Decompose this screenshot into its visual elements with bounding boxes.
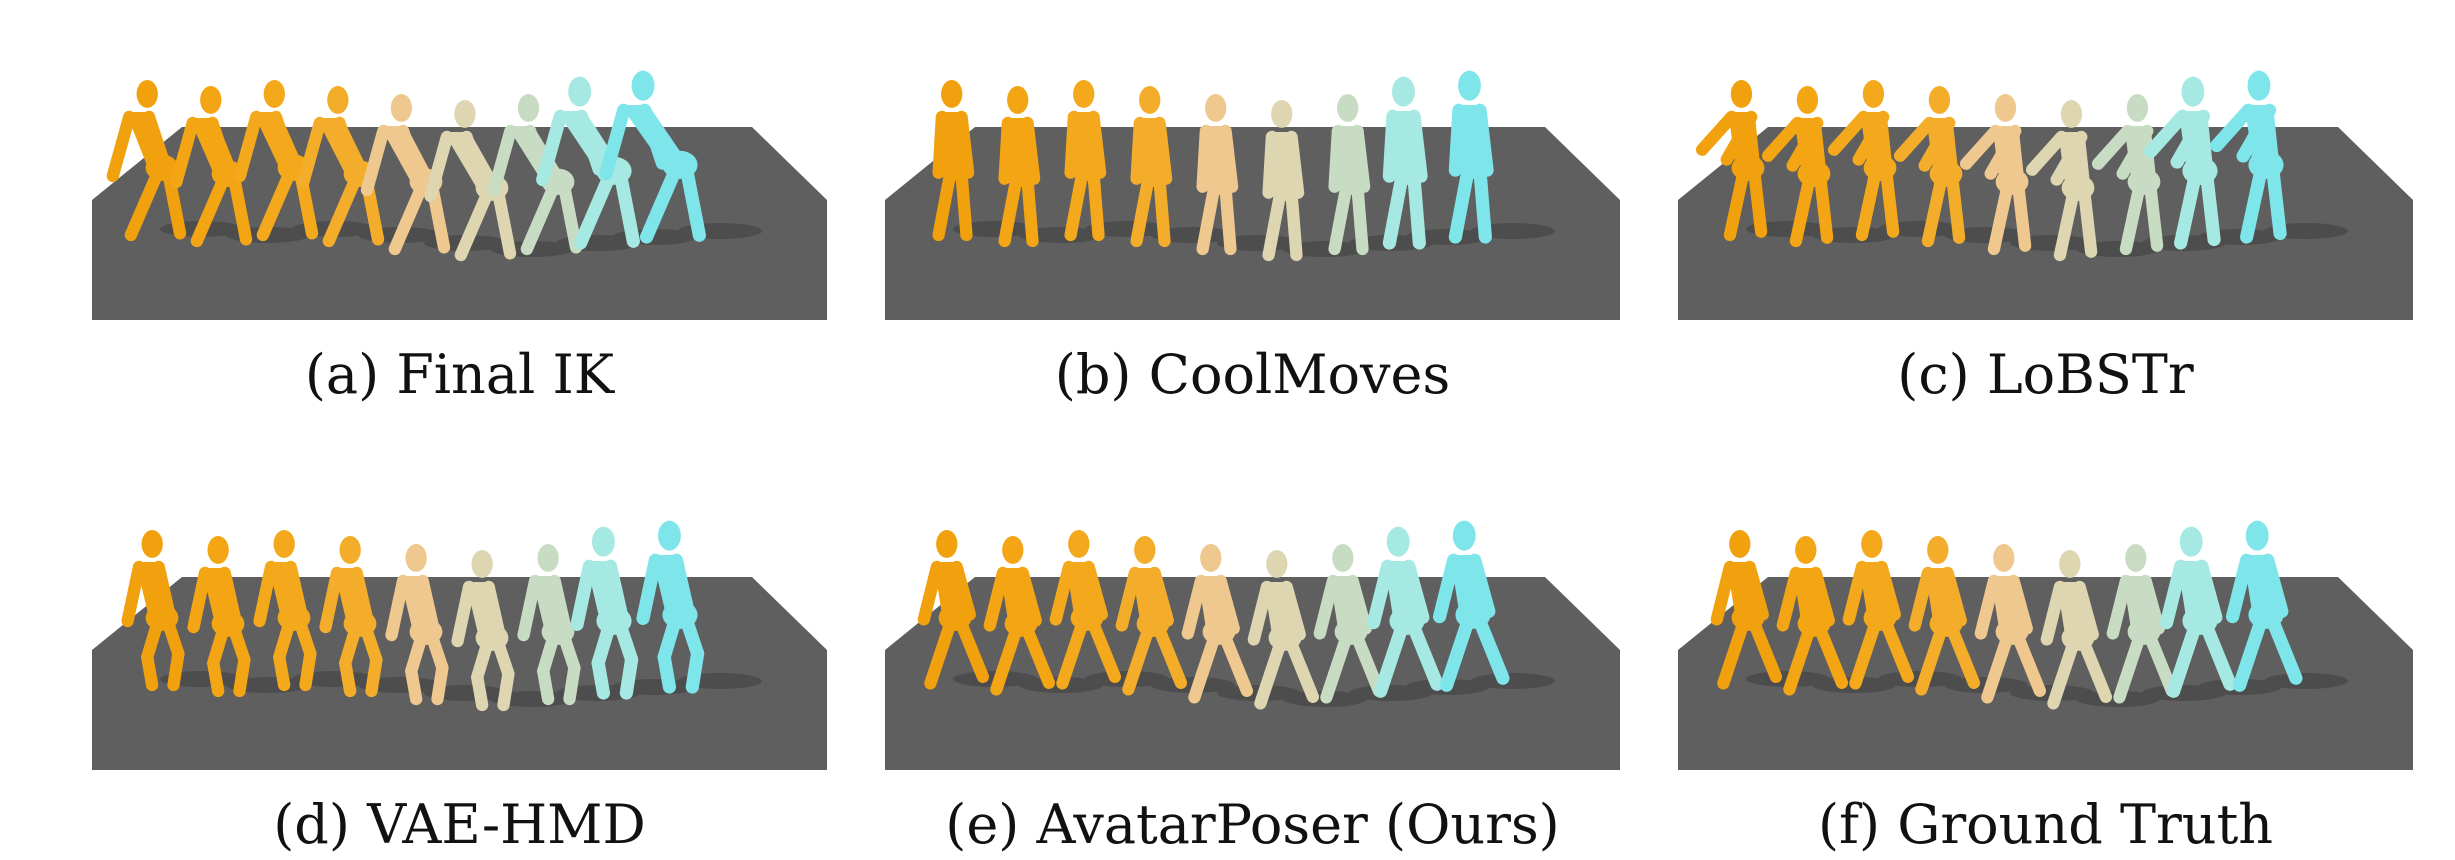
panel-vae-hmd [92, 485, 827, 770]
panel-ground-truth [1678, 485, 2413, 770]
caption-ground-truth: (f) Ground Truth [1817, 793, 2274, 856]
human-figure [636, 520, 705, 694]
panel-lobstr [1678, 35, 2413, 320]
human-figure [106, 80, 187, 242]
human-figure [1049, 530, 1122, 690]
human-figure [2040, 550, 2113, 710]
human-figure [1908, 536, 1981, 696]
human-figure [2159, 526, 2237, 698]
render-image [885, 520, 1620, 770]
human-figure [517, 544, 581, 706]
render-image [92, 520, 827, 770]
human-figure [1695, 80, 1768, 242]
caption-coolmoves: (b) CoolMoves [1054, 343, 1451, 406]
human-figure [1893, 86, 1966, 248]
human-figure [2210, 70, 2287, 244]
human-figure [1382, 76, 1428, 250]
human-figure [932, 80, 975, 242]
human-figure [1761, 86, 1834, 248]
human-figure [1776, 536, 1849, 696]
panel-final-ik [92, 35, 827, 320]
human-figure [424, 100, 517, 262]
caption-avatarposer: (e) AvatarPoser (Ours) [945, 793, 1560, 856]
human-figure [187, 536, 251, 698]
human-figure [1827, 80, 1900, 242]
floor-plane [92, 127, 827, 320]
render-image [1678, 70, 2413, 320]
human-figure [2091, 94, 2164, 256]
human-figure [2106, 544, 2179, 704]
human-figure [917, 530, 990, 690]
human-figure [1328, 94, 1371, 256]
human-figure [1313, 544, 1386, 704]
floor-plane [885, 577, 1620, 770]
human-figure [1130, 86, 1173, 248]
human-figure [1959, 94, 2032, 256]
human-figure [1262, 100, 1305, 262]
human-figure [1115, 536, 1188, 696]
panel-avatarposer [885, 485, 1620, 770]
render-image [92, 70, 827, 320]
floor-plane [1678, 127, 2413, 320]
human-figure [998, 86, 1041, 248]
human-figure [1842, 530, 1915, 690]
human-figure [121, 530, 185, 692]
render-image [885, 70, 1620, 320]
human-figure [360, 94, 451, 256]
human-figure [1247, 550, 1320, 710]
caption-vae-hmd: (d) VAE-HMD [273, 793, 646, 856]
human-figure [2144, 76, 2221, 250]
human-figure [2025, 100, 2098, 262]
human-figure [599, 70, 706, 244]
human-figure [983, 536, 1056, 696]
human-figure [1366, 526, 1444, 698]
human-figure [451, 550, 515, 712]
human-figure [1181, 544, 1254, 704]
human-figure [319, 536, 383, 698]
caption-lobstr: (c) LoBSTr [1897, 343, 2194, 406]
human-figure [2225, 520, 2303, 692]
human-figure [1432, 520, 1510, 692]
human-figure [385, 544, 449, 706]
human-figure [1196, 94, 1239, 256]
human-figure [570, 526, 639, 700]
human-figure [1974, 544, 2047, 704]
floor-plane [1678, 577, 2413, 770]
human-figure [253, 530, 317, 692]
render-image [1678, 520, 2413, 770]
panel-coolmoves [885, 35, 1620, 320]
human-figure [1448, 70, 1494, 244]
human-figure [1710, 530, 1783, 690]
floor-plane [92, 577, 827, 770]
caption-final-ik: (a) Final IK [304, 343, 615, 406]
figure-shadows [953, 221, 1555, 257]
human-figure [1064, 80, 1107, 242]
human-figure [297, 86, 385, 248]
